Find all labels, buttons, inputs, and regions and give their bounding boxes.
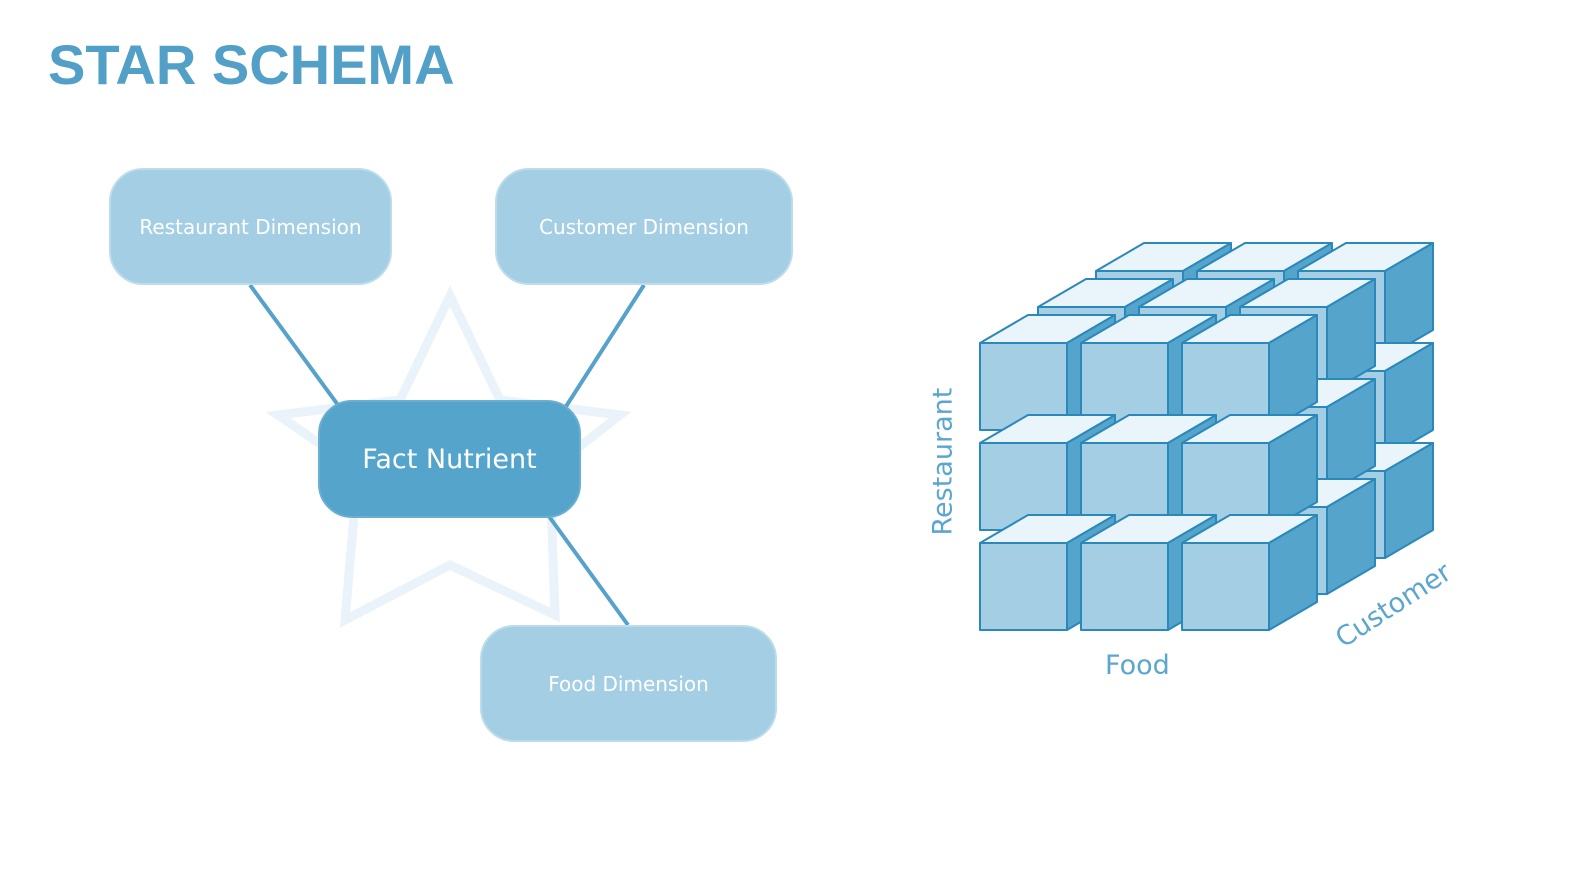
restaurant-dimension-label: Restaurant Dimension bbox=[139, 214, 362, 239]
cube-axis-restaurant-label: Restaurant bbox=[927, 387, 959, 536]
customer-dimension-label: Customer Dimension bbox=[539, 214, 749, 239]
data-cube bbox=[979, 242, 1434, 631]
cube-cell-0-0-2-front bbox=[1181, 542, 1270, 631]
star-background-icon bbox=[265, 285, 632, 628]
connector-food bbox=[546, 513, 630, 627]
cube-cell-0-0-0-front bbox=[979, 542, 1068, 631]
connector-customer bbox=[563, 283, 646, 410]
food-dimension-box: Food Dimension bbox=[480, 625, 777, 742]
cube-axis-food-label: Food bbox=[1105, 650, 1170, 681]
cube-cell-0-0-1-front bbox=[1080, 542, 1169, 631]
page-title: STAR SCHEMA bbox=[48, 33, 455, 96]
restaurant-dimension-box: Restaurant Dimension bbox=[109, 168, 392, 285]
customer-dimension-box: Customer Dimension bbox=[495, 168, 793, 285]
food-dimension-label: Food Dimension bbox=[548, 671, 709, 696]
fact-nutrient-box: Fact Nutrient bbox=[318, 400, 581, 518]
connector-restaurant bbox=[248, 283, 340, 407]
fact-nutrient-label: Fact Nutrient bbox=[362, 443, 537, 475]
star-schema-lines bbox=[248, 283, 646, 628]
